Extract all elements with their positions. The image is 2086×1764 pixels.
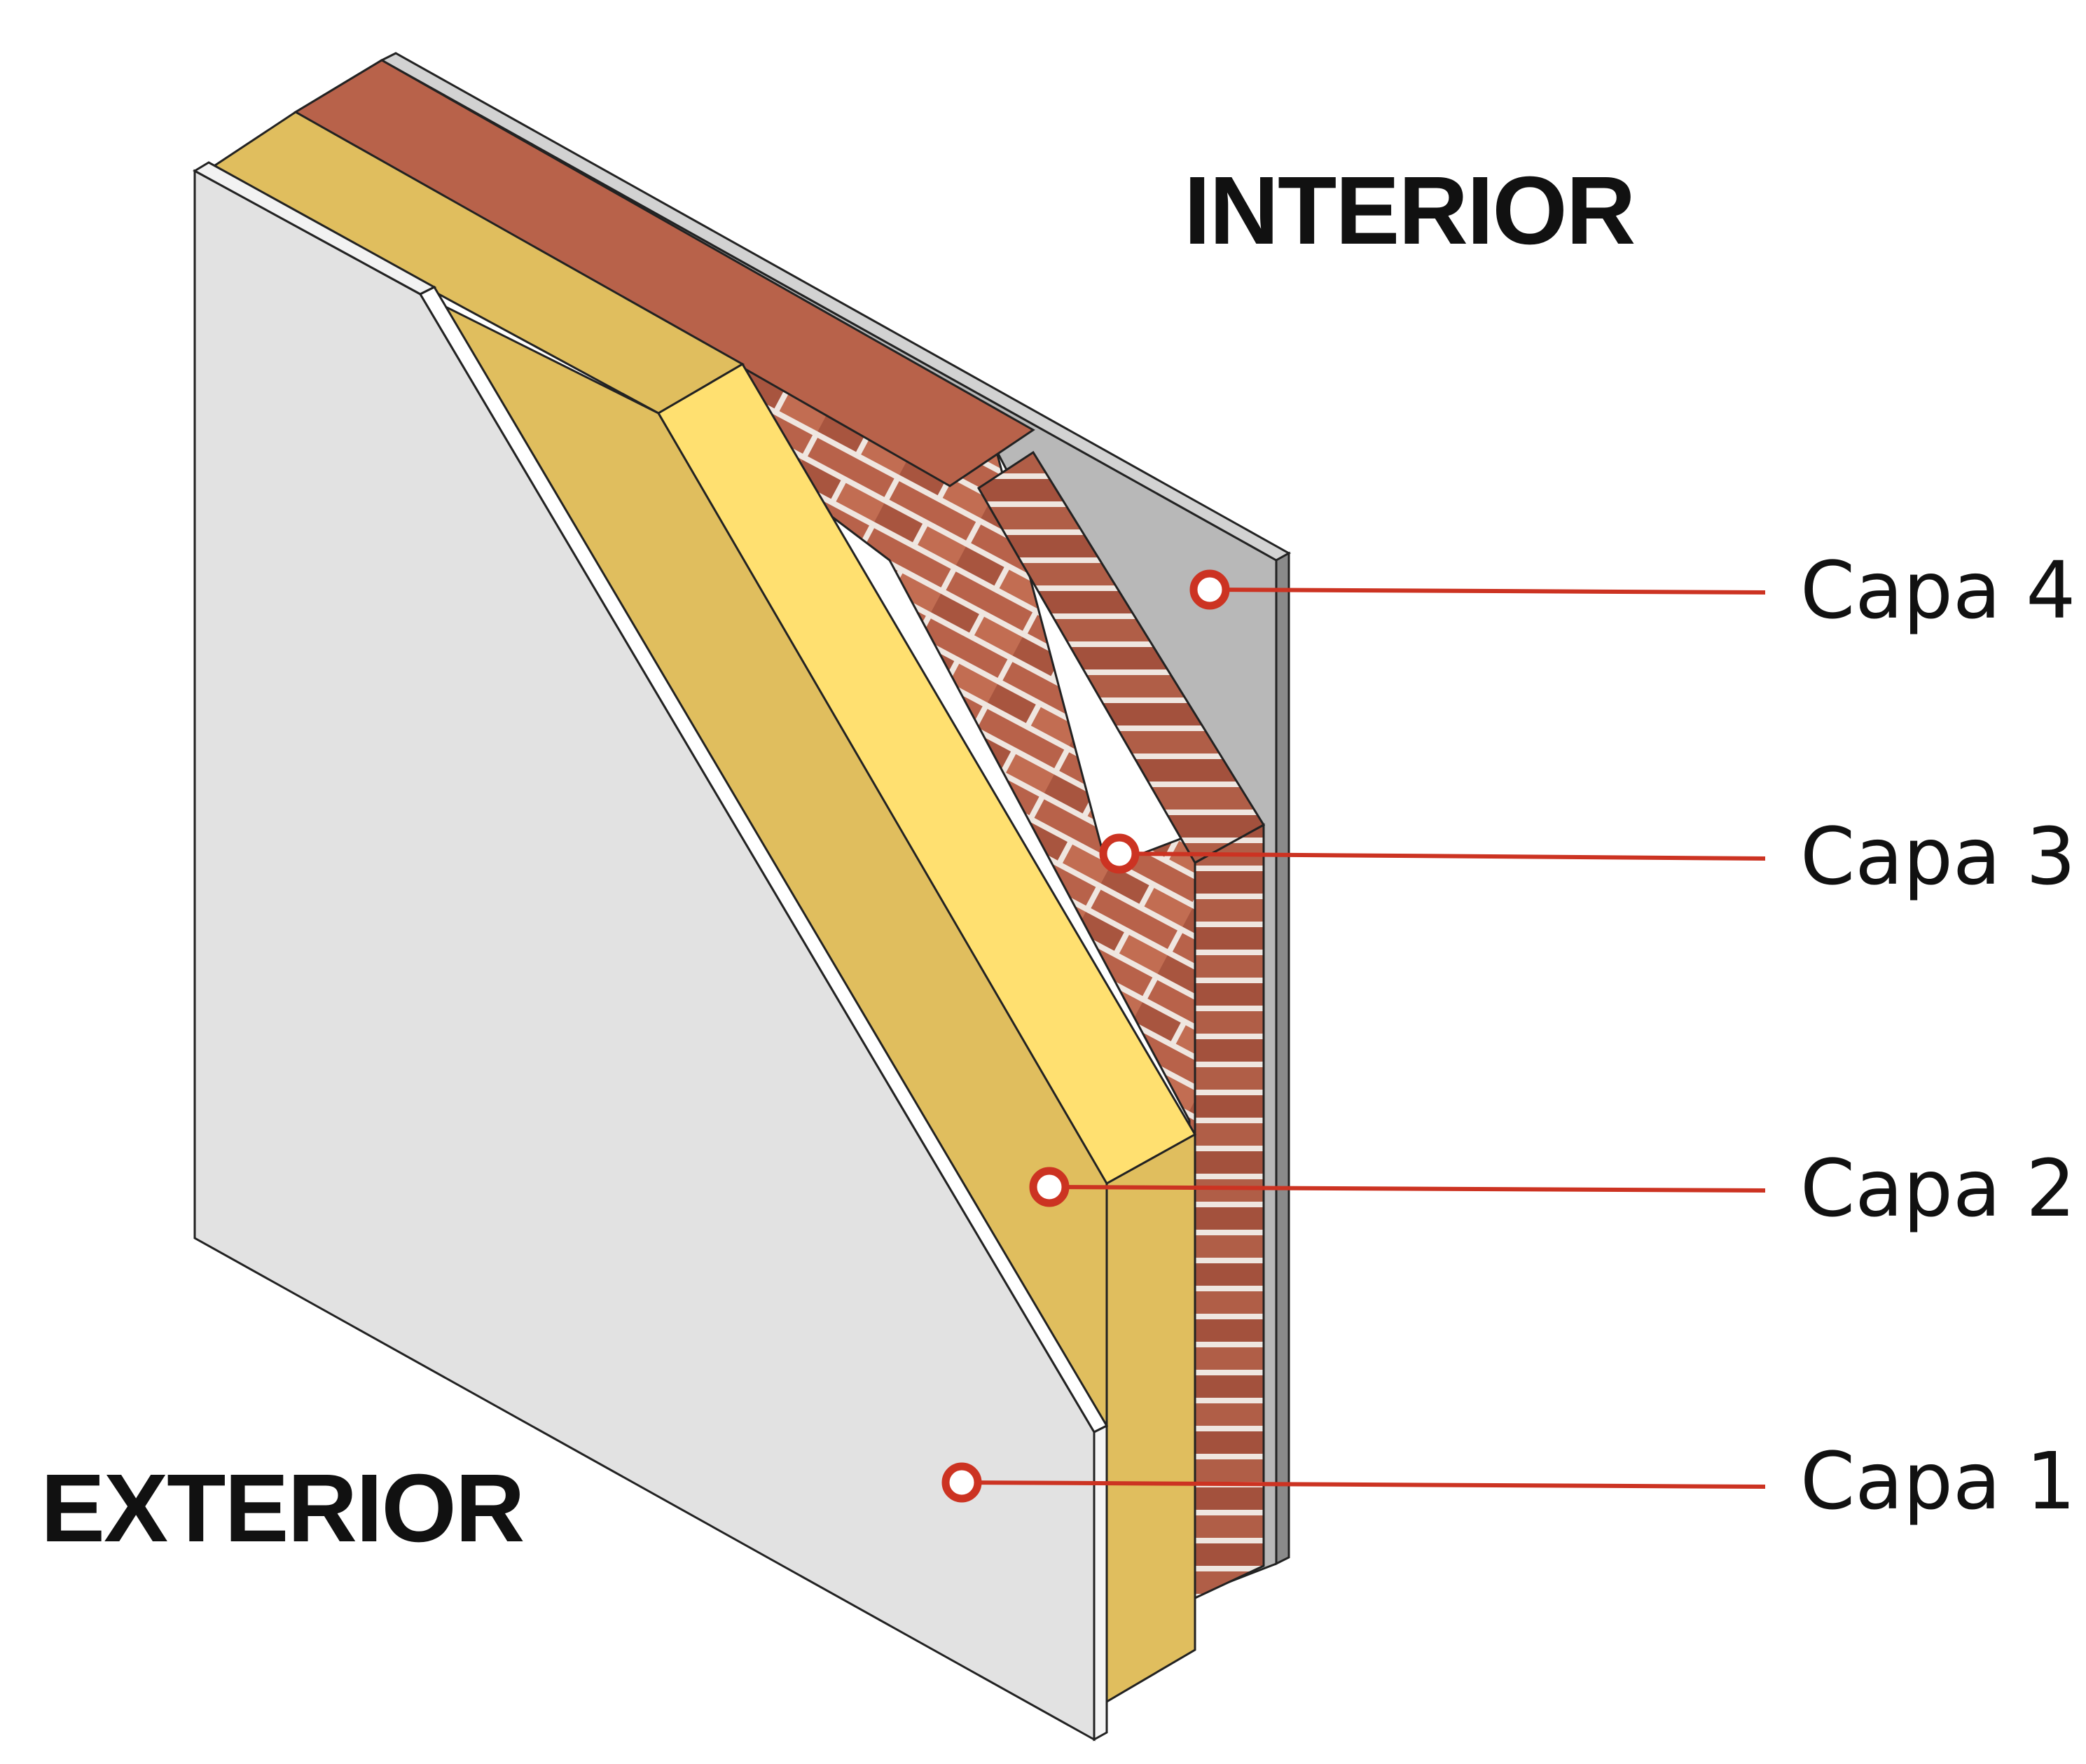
exterior-label: EXTERIOR [41,1460,523,1557]
callout-marker-3 [1103,838,1135,870]
layer-2-insulation-side [1107,1134,1195,1702]
interior-label: INTERIOR [1184,162,1634,259]
callout-marker-4 [1194,574,1226,606]
layer-1-label: Capa 1 [1800,1443,2075,1521]
callout-marker-1 [946,1466,978,1499]
callout-marker-2 [1033,1171,1065,1203]
layer-1-board-edge [1094,1426,1107,1739]
layer-3-label: Capa 3 [1800,818,2075,896]
callout-line-4 [1210,590,1765,592]
layer-4-label: Capa 4 [1800,552,2075,630]
layer-2-label: Capa 2 [1800,1150,2075,1228]
layer-4-board-edge [1276,553,1289,1564]
